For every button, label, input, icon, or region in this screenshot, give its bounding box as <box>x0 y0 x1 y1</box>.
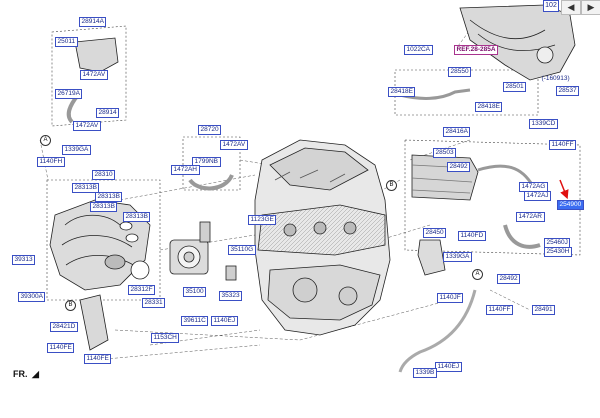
highlight-arrow <box>559 179 569 200</box>
part-label-1472AJ[interactable]: 1472AJ <box>524 191 552 201</box>
front-direction-label: FR. ◢ <box>13 369 39 380</box>
part-label-28492-b[interactable]: 28492 <box>497 274 521 284</box>
part-label-1339GA-a[interactable]: 1339GA <box>62 145 91 155</box>
part-label-1140FD[interactable]: 1140FD <box>458 231 486 241</box>
part-label-35323[interactable]: 35323 <box>219 291 243 301</box>
part-label-1140FF-a[interactable]: 1140FF <box>549 140 576 150</box>
part-label-1140EJ-a[interactable]: 1140EJ <box>211 316 238 326</box>
part-label-28914[interactable]: 28914 <box>96 108 120 118</box>
part-label-25011[interactable]: 25011 <box>55 37 78 47</box>
part-label-26719A[interactable]: 26719A <box>55 89 83 99</box>
part-label-28503[interactable]: 28503 <box>433 148 457 158</box>
part-label-28914A[interactable]: 28914A <box>79 17 107 27</box>
part-label-28312F[interactable]: 28312F <box>128 285 156 295</box>
part-label-1140FH[interactable]: 1140FH <box>37 157 65 167</box>
part-label-28491[interactable]: 28491 <box>532 305 556 315</box>
part-label-28501[interactable]: 28501 <box>503 82 527 92</box>
part-label-1339B[interactable]: 1339B <box>413 368 437 378</box>
part-label-28550[interactable]: 28550 <box>448 67 472 77</box>
part-label-1140FE-a[interactable]: 1140FE <box>47 343 75 353</box>
part-label-1472AR[interactable]: 1472AR <box>516 212 545 222</box>
part-label-28416A[interactable]: 28416A <box>443 127 471 137</box>
variant-note-160913: (-160913) <box>541 75 570 82</box>
part-label-1472AV-a[interactable]: 1472AV <box>80 70 108 80</box>
part-label-39611C[interactable]: 39611C <box>181 316 209 326</box>
intake-manifold <box>49 199 151 291</box>
front-arrow-icon: ◢ <box>32 369 39 379</box>
callout-b-left: B <box>65 300 76 311</box>
part-label-28313B-d[interactable]: 28313B <box>123 212 151 222</box>
part-label-1472AV-c[interactable]: 1472AV <box>220 140 248 150</box>
part-label-102-partial[interactable]: 102 <box>543 0 559 12</box>
callout-a-top: A <box>40 135 51 146</box>
part-label-35110G[interactable]: 35110G <box>228 245 256 255</box>
part-label-25430H[interactable]: 25430H <box>544 247 572 257</box>
reference-label-28-285A[interactable]: REF.28-285A <box>454 45 499 55</box>
part-label-1140FF-b[interactable]: 1140FF <box>486 305 513 315</box>
part-label-1140FE-b[interactable]: 1140FE <box>84 354 112 364</box>
part-label-28310[interactable]: 28310 <box>92 170 116 180</box>
part-label-1140JF[interactable]: 1140JF <box>437 293 464 303</box>
part-label-1153CH[interactable]: 1153CH <box>151 333 180 343</box>
part-label-28313B-c[interactable]: 28313B <box>90 202 118 212</box>
part-label-28421D[interactable]: 28421D <box>50 322 78 332</box>
part-label-28418E-a[interactable]: 28418E <box>388 87 416 97</box>
part-label-1799NB[interactable]: 1799NB <box>192 157 221 167</box>
callout-b-right: B <box>386 180 397 191</box>
part-label-39300A[interactable]: 39300A <box>18 292 46 302</box>
part-label-28418E-b[interactable]: 28418E <box>475 102 503 112</box>
part-label-28331[interactable]: 28331 <box>142 298 166 308</box>
part-label-1472AH[interactable]: 1472AH <box>171 165 200 175</box>
part-label-1472AV-b[interactable]: 1472AV <box>73 121 101 131</box>
callout-a-bottom: A <box>472 269 483 280</box>
part-label-28537[interactable]: 28537 <box>556 86 580 96</box>
engine-bracket <box>74 37 119 351</box>
dipstick-tube <box>398 239 477 373</box>
part-label-28492-a[interactable]: 28492 <box>447 162 471 172</box>
front-label-text: FR. <box>13 369 28 379</box>
part-label-28313B-a[interactable]: 28313B <box>72 183 100 193</box>
prev-button[interactable]: ◀ <box>561 0 581 15</box>
highlighted-part-label[interactable]: 254900 <box>557 200 584 210</box>
part-label-1140EJ-b[interactable]: 1140EJ <box>435 362 462 372</box>
part-label-39313[interactable]: 39313 <box>12 255 36 265</box>
part-label-1339GA-b[interactable]: 1339GA <box>443 252 472 262</box>
exhaust-manifold <box>459 4 576 81</box>
next-button[interactable]: ▶ <box>581 0 600 15</box>
throttle-body <box>169 221 237 281</box>
part-label-1123GE[interactable]: 1123GE <box>248 215 277 225</box>
engine-block <box>254 139 391 336</box>
part-label-1339CD[interactable]: 1339CD <box>529 119 558 129</box>
part-label-35100[interactable]: 35100 <box>183 287 207 297</box>
part-label-1022CA[interactable]: 1022CA <box>404 45 433 55</box>
part-label-28720[interactable]: 28720 <box>198 125 222 135</box>
part-label-28313B-b[interactable]: 28313B <box>95 192 123 202</box>
part-label-28450[interactable]: 28450 <box>423 228 447 238</box>
